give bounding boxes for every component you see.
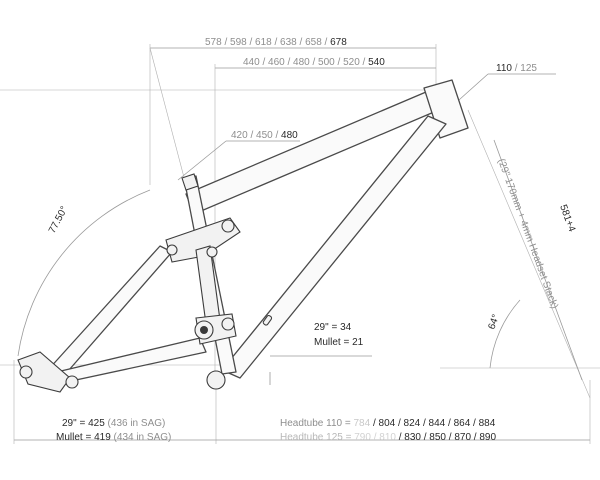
wheelbase-125-values: / 830 / 850 / 870 / 890 — [396, 432, 497, 443]
chainstay-mullet-faded: (434 in SAG) — [114, 432, 172, 443]
bb-drop-29-label: 29" = 34 — [314, 322, 352, 333]
reach-label: 440 / 460 / 480 / 500 / 520 / 540 — [243, 57, 385, 68]
wheelbase-110-label: Headtube 110 = 784 / 804 / 824 / 844 / 8… — [280, 418, 496, 429]
headtube-length-strong: 110 — [496, 63, 512, 74]
chainstay-mullet-strong: Mullet = 419 — [56, 432, 114, 443]
wheelbase-110-faint: 784 — [354, 418, 371, 429]
chainstay-29-faded: (436 in SAG) — [108, 418, 166, 429]
fork-length-label: 581+4 — [557, 203, 577, 234]
wheelbase-125-faint: 790 / 810 — [354, 432, 396, 443]
head-angle-label: 64° — [486, 313, 502, 331]
wheelbase-110-prefix: Headtube 110 = — [280, 418, 354, 429]
dimension-lines — [0, 44, 600, 444]
headtube-length-label: 110 / 125 — [496, 63, 537, 74]
chainstay-29-label: 29" = 425 (436 in SAG) — [62, 418, 165, 429]
rear-triangle — [17, 217, 241, 393]
seat-angle-label: 77.50° — [47, 205, 70, 236]
wheelbase-125-label: Headtube 125 = 790 / 810 / 830 / 850 / 8… — [280, 432, 496, 443]
wheelbase-110-values: / 804 / 824 / 844 / 864 / 884 — [370, 418, 496, 429]
chainstay-29-strong: 29" = 425 — [62, 418, 108, 429]
seat-tube-length-strong: 480 — [281, 130, 298, 141]
top-seat-length-label: 578 / 598 / 618 / 638 / 658 / 678 — [205, 37, 347, 48]
fork-note-label: (29" 170mm + 4mm Headset Stack) — [495, 157, 560, 310]
seat-tube-length-label: 420 / 450 / 480 — [231, 130, 298, 141]
pivot-points — [19, 219, 235, 390]
reach-strong: 540 — [368, 57, 385, 68]
headtube-length-faded: / 125 — [512, 63, 537, 74]
reach-faded: 440 / 460 / 480 / 500 / 520 / — [243, 57, 368, 68]
bb-drop-mullet-label: Mullet = 21 — [314, 337, 364, 348]
top-seat-length-faded: 578 / 598 / 618 / 638 / 658 / — [205, 37, 330, 48]
seat-tube-length-faded: 420 / 450 / — [231, 130, 281, 141]
chainstay-mullet-label: Mullet = 419 (434 in SAG) — [56, 432, 171, 443]
wheelbase-125-prefix: Headtube 125 = — [280, 432, 354, 443]
top-seat-length-strong: 678 — [330, 37, 347, 48]
